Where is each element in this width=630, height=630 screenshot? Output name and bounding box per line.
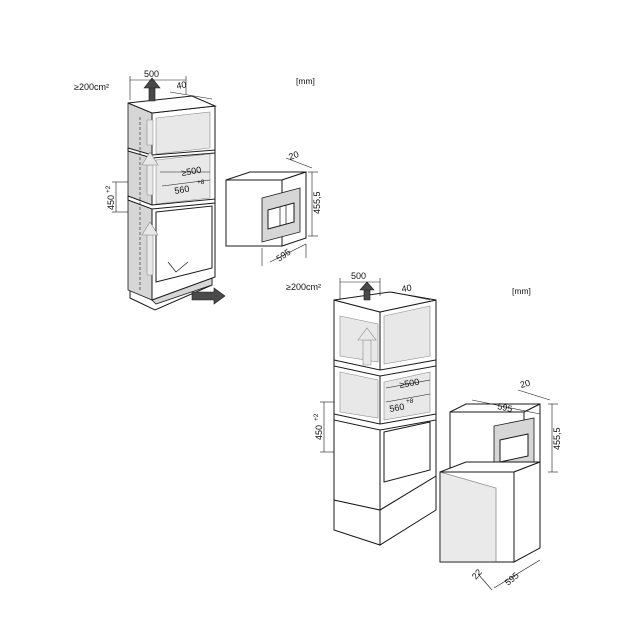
bottom-vent-area-label: ≥200cm² <box>286 282 321 292</box>
top-dimension-lines <box>112 76 213 213</box>
bottom-niche-width-tol: +8 <box>406 398 414 405</box>
top-niche-width-label: 560 <box>174 184 191 196</box>
bottom-appliance-depth-label: 20 <box>519 378 531 390</box>
bottom-base-depth-label: 22 <box>470 567 484 581</box>
top-appliance <box>225 157 318 266</box>
bottom-appliance-stack <box>439 389 558 591</box>
top-appliance-height-label: 455,5 <box>312 191 322 214</box>
bottom-tall-cabinet <box>333 281 437 546</box>
top-appliance-depth-label: 20 <box>287 149 300 162</box>
top-niche-width-tol: +8 <box>197 179 205 186</box>
top-niche-depth-label: ≥500 <box>181 165 202 178</box>
bottom-depth-label: 40 <box>401 283 412 294</box>
top-appliance-width-label: 595 <box>274 247 292 264</box>
top-niche-height-tol: +2 <box>105 185 112 193</box>
bottom-niche-width-label: 560 <box>389 402 406 414</box>
bottom-appliance-height-label: 455,5 <box>552 427 562 450</box>
bottom-unit-label: [mm] <box>512 286 531 296</box>
bottom-cabinet-width-label: 500 <box>351 271 366 281</box>
bottom-niche-depth-label: ≥500 <box>399 377 420 390</box>
bottom-niche-height-tol: +2 <box>313 413 320 421</box>
top-unit-label: [mm] <box>296 76 315 86</box>
top-tall-cabinet <box>127 77 226 311</box>
top-niche-height-label: 450 <box>106 195 116 210</box>
bottom-appliance-width-label: 595 <box>497 401 514 414</box>
top-vent-area-label: ≥200cm² <box>74 82 109 92</box>
top-cabinet-width-label: 500 <box>144 69 159 79</box>
bottom-base-width-label: 595 <box>503 570 521 587</box>
top-depth-label: 40 <box>176 79 188 91</box>
bottom-niche-height-label: 450 <box>314 425 324 440</box>
bottom-dimension-lines <box>320 278 431 453</box>
